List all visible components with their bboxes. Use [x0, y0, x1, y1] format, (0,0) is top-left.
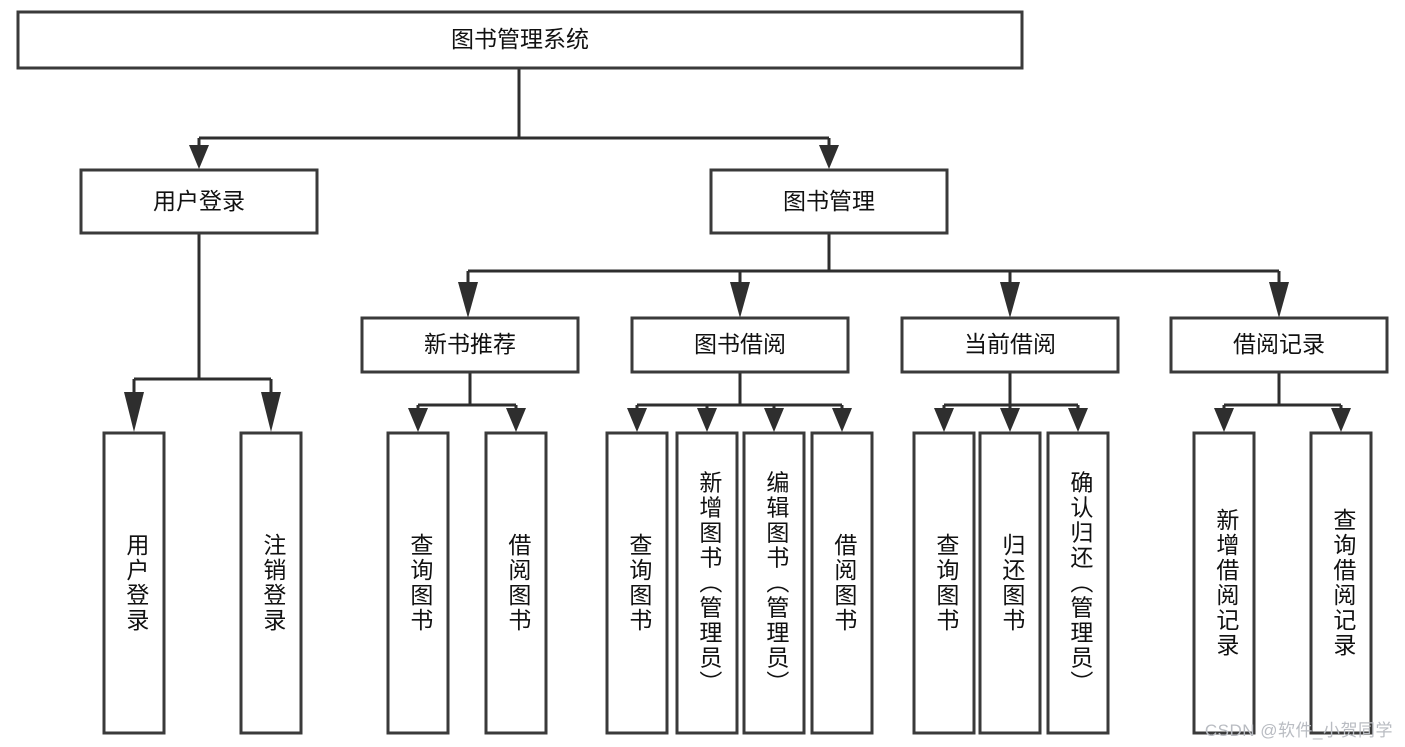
node-borrow-record-label: 借阅记录	[1233, 331, 1325, 357]
node-leaf-user-login[interactable]: 用户登录	[102, 431, 166, 735]
node-user-login[interactable]: 用户登录	[79, 168, 319, 235]
connector-group-book-borrow-to-leaves	[627, 372, 852, 432]
node-leaf-confirm-return-label: 确认归还（管理员）	[1067, 471, 1094, 696]
node-leaf-add-book-box[interactable]	[675, 431, 739, 735]
node-leaf-user-logout-label: 注销登录	[260, 533, 287, 633]
node-new-book-recommend[interactable]: 新书推荐	[360, 316, 580, 374]
connector-group-book-management-to-level2	[458, 233, 1289, 318]
arrowhead-user-login	[189, 145, 209, 169]
node-leaf-borrow-book-1[interactable]: 借阅图书	[484, 431, 548, 735]
node-leaf-query-book-3[interactable]: 查询图书	[912, 431, 976, 735]
node-leaf-add-book[interactable]: 新增图书（管理员）	[675, 431, 739, 735]
arrowhead-leaf-confirm-return	[1068, 408, 1088, 432]
node-leaf-edit-book-label: 编辑图书（管理员）	[763, 471, 790, 696]
node-leaf-confirm-return[interactable]: 确认归还（管理员）	[1046, 431, 1110, 735]
node-leaf-edit-book[interactable]: 编辑图书（管理员）	[742, 431, 806, 735]
arrowhead-current-borrow	[1000, 282, 1020, 318]
arrowhead-book-borrow	[730, 282, 750, 318]
node-root-box[interactable]	[16, 10, 1024, 70]
node-user-login-label: 用户登录	[153, 188, 245, 214]
node-leaf-borrow-book-1-box[interactable]	[484, 431, 548, 735]
arrowhead-leaf-user-login	[124, 392, 144, 432]
node-leaf-query-book-3-label: 查询图书	[933, 533, 960, 633]
node-leaf-query-record[interactable]: 查询借阅记录	[1309, 431, 1373, 735]
arrowhead-leaf-borrow-book-1	[506, 408, 526, 432]
node-leaf-add-record-label: 新增借阅记录	[1213, 508, 1240, 658]
arrowhead-leaf-add-book	[697, 408, 717, 432]
arrowhead-leaf-return-book	[1000, 408, 1020, 432]
connector-group-borrow-record-to-leaves	[1214, 372, 1351, 432]
node-root-label: 图书管理系统	[451, 26, 589, 52]
node-leaf-return-book-box[interactable]	[978, 431, 1042, 735]
node-leaf-add-book-label: 新增图书（管理员）	[696, 471, 723, 696]
node-new-book-recommend-box[interactable]	[360, 316, 580, 374]
arrowhead-leaf-query-record	[1331, 408, 1351, 432]
node-leaf-query-record-box[interactable]	[1309, 431, 1373, 735]
connector-group-current-borrow-to-leaves	[934, 372, 1088, 432]
node-leaf-confirm-return-box[interactable]	[1046, 431, 1110, 735]
node-leaf-user-logout[interactable]: 注销登录	[239, 431, 303, 735]
node-book-management-label: 图书管理	[783, 188, 875, 214]
node-current-borrow-box[interactable]	[900, 316, 1120, 374]
node-leaf-borrow-book-2-box[interactable]	[810, 431, 874, 735]
node-book-borrow-box[interactable]	[630, 316, 850, 374]
arrowhead-borrow-record	[1269, 282, 1289, 318]
arrowhead-leaf-borrow-book-2	[832, 408, 852, 432]
arrowhead-leaf-query-book-3	[934, 408, 954, 432]
node-leaf-query-record-label: 查询借阅记录	[1330, 508, 1357, 658]
arrowhead-new-book-recommend	[458, 282, 478, 318]
node-leaf-query-book-1-box[interactable]	[386, 431, 450, 735]
connector-group-new-book-recommend-to-leaves	[408, 372, 526, 432]
arrowhead-leaf-edit-book	[764, 408, 784, 432]
arrowhead-leaf-add-record	[1214, 408, 1234, 432]
node-book-management-box[interactable]	[709, 168, 949, 235]
node-user-login-box[interactable]	[79, 168, 319, 235]
node-leaf-borrow-book-2[interactable]: 借阅图书	[810, 431, 874, 735]
node-borrow-record[interactable]: 借阅记录	[1169, 316, 1389, 374]
node-leaf-add-record[interactable]: 新增借阅记录	[1192, 431, 1256, 735]
node-leaf-query-book-2-label: 查询图书	[626, 533, 653, 633]
node-leaf-borrow-book-2-label: 借阅图书	[831, 533, 858, 633]
node-book-borrow[interactable]: 图书借阅	[630, 316, 850, 374]
watermark-label: CSDN @软件_小贺同学	[1204, 721, 1393, 740]
node-root-system[interactable]: 图书管理系统	[16, 10, 1024, 70]
arrowhead-book-management	[819, 145, 839, 169]
connector-group-user-login-to-leaves	[124, 233, 281, 432]
node-book-management[interactable]: 图书管理	[709, 168, 949, 235]
node-leaf-borrow-book-1-label: 借阅图书	[505, 533, 532, 633]
node-leaf-user-logout-box[interactable]	[239, 431, 303, 735]
connector-group-root-to-level1	[189, 68, 839, 169]
arrowhead-leaf-query-book-2	[627, 408, 647, 432]
node-leaf-query-book-2-box[interactable]	[605, 431, 669, 735]
node-book-borrow-label: 图书借阅	[694, 331, 786, 357]
node-leaf-return-book-label: 归还图书	[999, 533, 1026, 633]
node-leaf-query-book-3-box[interactable]	[912, 431, 976, 735]
node-leaf-user-login-box[interactable]	[102, 431, 166, 735]
node-leaf-query-book-1-label: 查询图书	[407, 533, 434, 633]
node-leaf-user-login-label: 用户登录	[123, 533, 150, 633]
node-leaf-query-book-1[interactable]: 查询图书	[386, 431, 450, 735]
node-new-book-recommend-label: 新书推荐	[424, 331, 516, 357]
node-borrow-record-box[interactable]	[1169, 316, 1389, 374]
node-current-borrow-label: 当前借阅	[964, 331, 1056, 357]
node-leaf-query-book-2[interactable]: 查询图书	[605, 431, 669, 735]
node-leaf-add-record-box[interactable]	[1192, 431, 1256, 735]
arrowhead-leaf-user-logout	[261, 392, 281, 432]
arrowhead-leaf-query-book-1	[408, 408, 428, 432]
node-current-borrow[interactable]: 当前借阅	[900, 316, 1120, 374]
node-leaf-return-book[interactable]: 归还图书	[978, 431, 1042, 735]
node-leaf-edit-book-box[interactable]	[742, 431, 806, 735]
